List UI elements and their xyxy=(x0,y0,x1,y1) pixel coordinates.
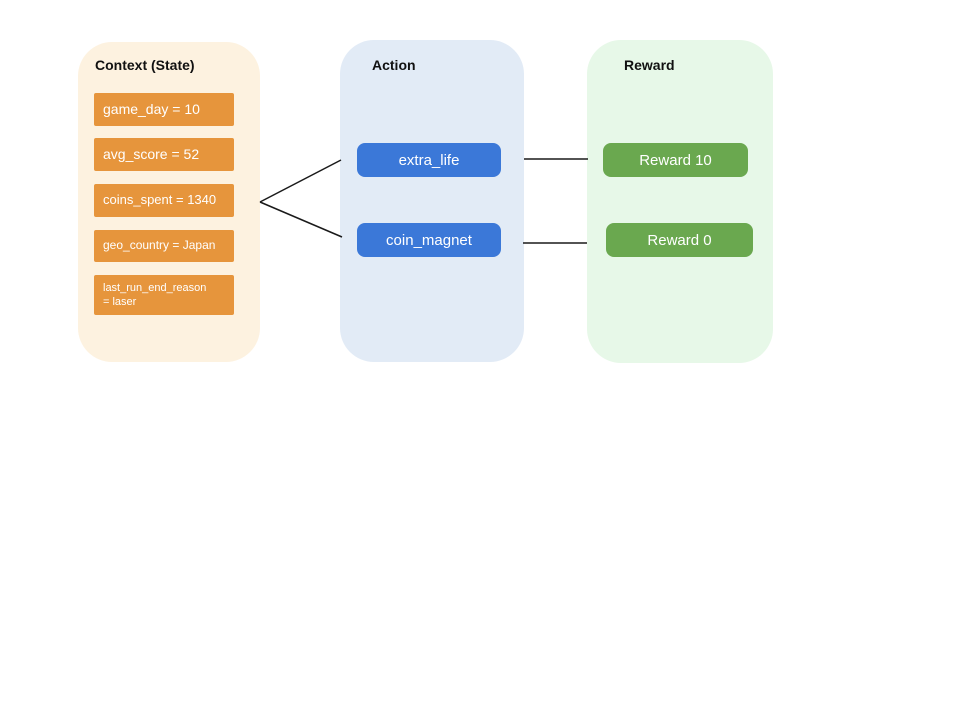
reward-panel xyxy=(587,40,773,363)
state-box-last-run-end-reason-label: last_run_end_reason = laser xyxy=(103,281,207,308)
state-box-avg-score: avg_score = 52 xyxy=(94,138,234,171)
state-box-avg-score-label: avg_score = 52 xyxy=(103,146,200,163)
state-box-game-day-label: game_day = 10 xyxy=(103,101,200,118)
reward-panel-title: Reward xyxy=(624,57,675,73)
reward-box-0: Reward 0 xyxy=(606,223,753,257)
action-panel-title: Action xyxy=(372,57,416,73)
context-to-extra-life-connector xyxy=(259,159,342,203)
reward-box-10: Reward 10 xyxy=(603,143,748,177)
action-button-extra-life: extra_life xyxy=(357,143,501,177)
state-box-coins-spent-label: coins_spent = 1340 xyxy=(103,192,217,208)
action-panel xyxy=(340,40,524,362)
context-panel-title: Context (State) xyxy=(95,57,195,73)
state-box-geo-country-label: geo_country = Japan xyxy=(103,238,216,253)
action-button-extra-life-label: extra_life xyxy=(398,151,460,169)
action-button-coin-magnet: coin_magnet xyxy=(357,223,501,257)
reward-box-10-label: Reward 10 xyxy=(639,151,712,169)
state-box-coins-spent: coins_spent = 1340 xyxy=(94,184,234,217)
action-button-coin-magnet-label: coin_magnet xyxy=(386,231,472,249)
context-to-coin-magnet-connector xyxy=(259,201,343,238)
state-box-geo-country: geo_country = Japan xyxy=(94,230,234,262)
state-box-last-run-end-reason: last_run_end_reason = laser xyxy=(94,275,234,315)
state-box-game-day: game_day = 10 xyxy=(94,93,234,126)
reward-box-0-label: Reward 0 xyxy=(647,231,712,249)
